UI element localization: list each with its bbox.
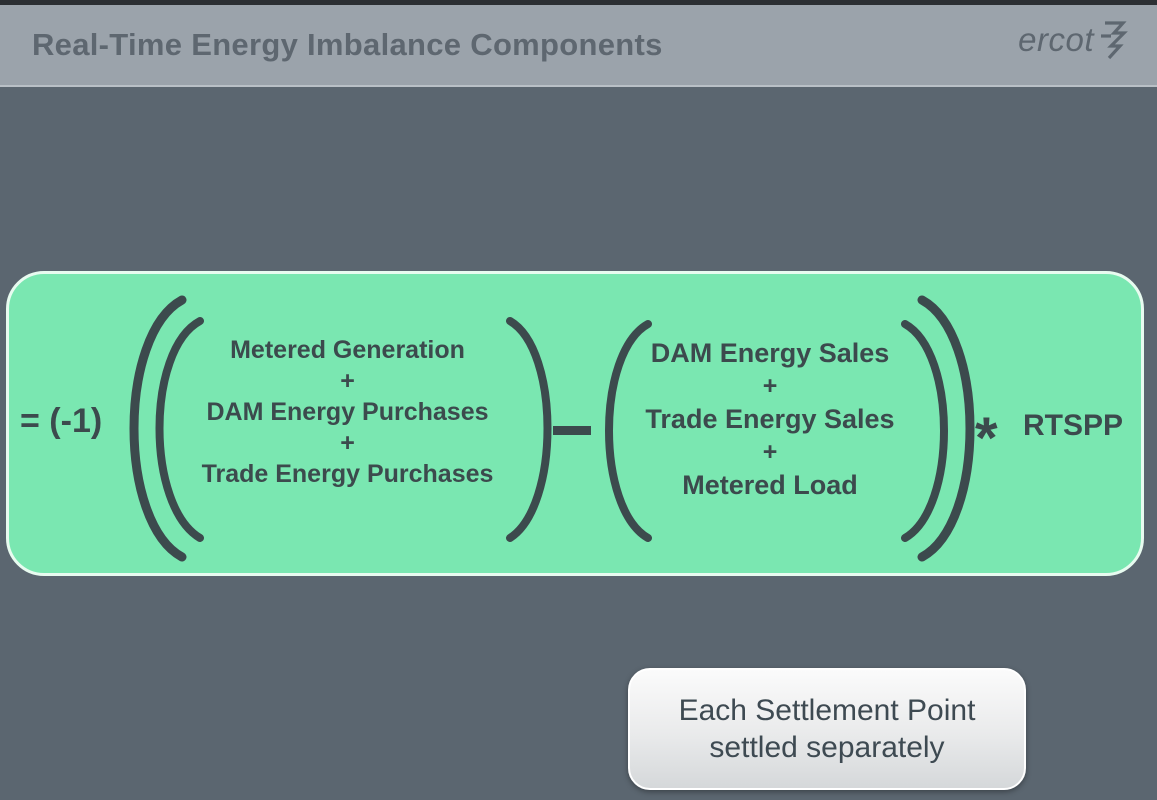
logo-text: ercot [1018,21,1094,58]
slide-header: Real-Time Energy Imbalance Components er… [0,5,1157,87]
plus-sign: + [340,367,355,395]
settlement-note-callout: Each Settlement Point settled separately [628,668,1026,790]
metered-load-term: Metered Load [682,470,858,500]
trade-energy-purchases-term: Trade Energy Purchases [201,460,494,488]
trade-energy-sales-term: Trade Energy Sales [645,404,895,434]
plus-sign: + [762,438,778,466]
slide-title: Real-Time Energy Imbalance Components [32,27,663,62]
multiply-operator: * [975,406,998,471]
sales-group: DAM Energy Sales + Trade Energy Sales + … [620,336,920,502]
plus-sign: + [762,372,778,400]
minus-operator [553,426,591,435]
dam-energy-sales-term: DAM Energy Sales [650,338,890,368]
note-line-1: Each Settlement Point [678,694,976,727]
plus-sign: + [340,429,355,457]
top-strip [0,0,1157,5]
note-line-2: settled separately [709,731,945,764]
ercot-bolt-logo-icon [1101,21,1128,60]
rtspp-term: RTSPP [1023,409,1124,442]
ercot-logo: ercot [1018,19,1129,61]
formula-box [6,271,1144,576]
dam-energy-purchases-term: DAM Energy Purchases [206,398,489,426]
formula-prefix: = (-1) [20,402,103,440]
purchases-group: Metered Generation + DAM Energy Purchase… [180,334,515,490]
metered-generation-term: Metered Generation [230,336,465,364]
